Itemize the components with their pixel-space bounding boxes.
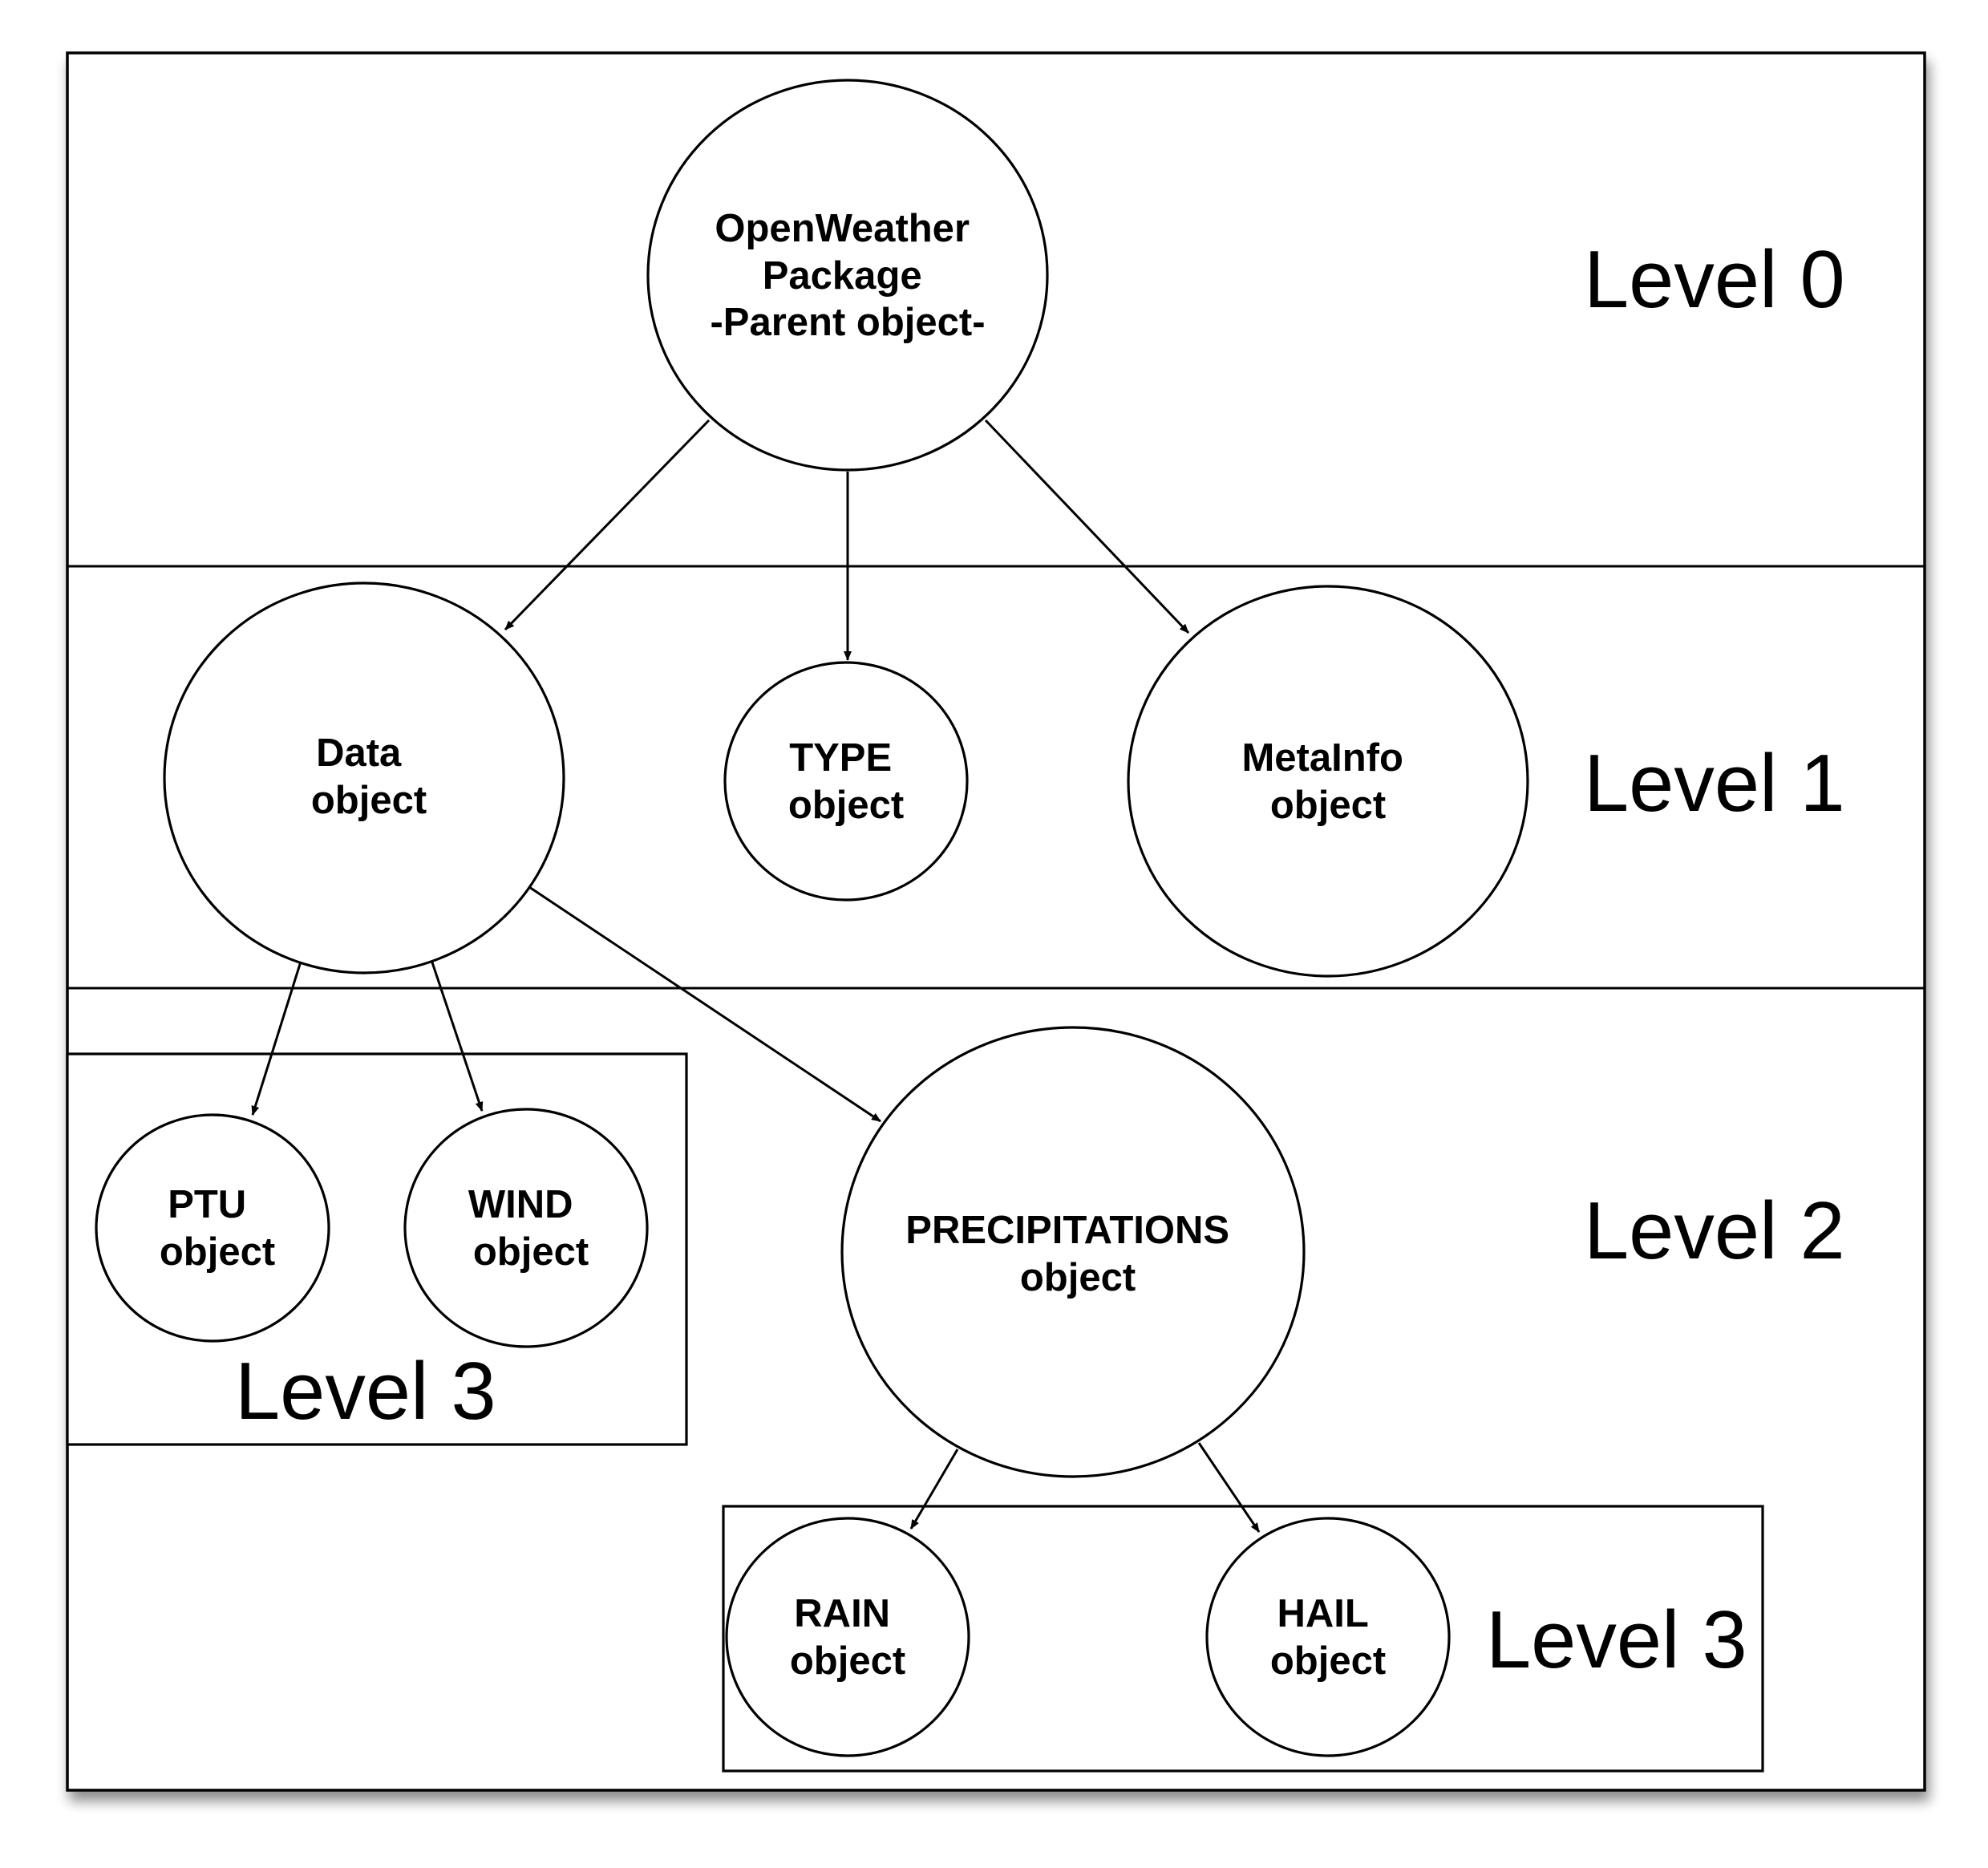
node-ptu-line-2: object: [160, 1230, 275, 1274]
node-rain-line-1: RAIN: [794, 1592, 890, 1635]
node-openweather-line-3: -Parent object-: [710, 301, 985, 344]
svg-text:OpenWeather Package: OpenWeather Package -Parent object-: [710, 207, 985, 344]
edge-precipitations-to-hail: [1197, 1442, 1261, 1533]
edge-precipitations-to-rain: [909, 1449, 959, 1530]
node-precipitations-line-1: PRECIPITATIONS: [905, 1209, 1229, 1252]
svg-text:PRECIPITATIONS object: PRECIPITATIONS object: [905, 1209, 1240, 1299]
level-3-right-label: Level 3: [1486, 1595, 1747, 1685]
node-type-line-1: TYPE: [789, 736, 892, 780]
svg-text:TYPE object: TYPE object: [788, 736, 904, 827]
node-wind-line-2: object: [473, 1230, 589, 1274]
node-hail-line-1: HAIL: [1277, 1592, 1367, 1635]
node-data-line-2: object: [311, 779, 427, 822]
node-wind-line-1: WIND: [468, 1183, 573, 1226]
node-ptu-line-1: PTU: [168, 1183, 246, 1226]
node-precipitations[interactable]: PRECIPITATIONS object: [840, 1026, 1306, 1478]
node-data[interactable]: Data object: [163, 581, 565, 975]
level-2-label: Level 2: [1584, 1186, 1845, 1276]
node-metainfo-line-2: object: [1270, 784, 1386, 827]
node-hail-line-2: object: [1270, 1639, 1386, 1683]
edge-data-to-ptu: [251, 961, 302, 1116]
node-rain[interactable]: RAIN object: [725, 1517, 970, 1757]
node-hail[interactable]: HAIL object: [1205, 1517, 1451, 1757]
level-1-label: Level 1: [1584, 739, 1845, 829]
node-type[interactable]: TYPE object: [723, 661, 969, 902]
edges-layer: [251, 419, 1261, 1533]
node-openweather[interactable]: OpenWeather Package -Parent object-: [646, 79, 1049, 472]
edge-openweather-to-metainfo: [984, 419, 1190, 634]
node-ptu[interactable]: PTU object: [95, 1113, 330, 1343]
node-openweather-line-2: Package: [763, 254, 922, 298]
node-data-line-1: Data: [316, 731, 402, 775]
node-rain-line-2: object: [790, 1639, 905, 1683]
edge-data-to-wind: [430, 959, 484, 1112]
svg-text:HAIL object: HAIL object: [1270, 1592, 1386, 1683]
node-metainfo[interactable]: MetaInfo object: [1127, 585, 1529, 978]
level-3-left-label: Level 3: [235, 1347, 496, 1436]
node-openweather-line-1: OpenWeather: [715, 207, 970, 250]
svg-text:PTU object: PTU object: [160, 1183, 275, 1274]
node-type-line-2: object: [788, 784, 904, 827]
svg-text:Data object: Data object: [311, 731, 427, 822]
svg-text:MetaInfo object: MetaInfo object: [1241, 736, 1414, 827]
edge-data-to-precipitations: [528, 885, 881, 1123]
edge-openweather-to-data: [504, 419, 711, 631]
svg-text:RAIN object: RAIN object: [790, 1592, 905, 1683]
node-wind[interactable]: WIND object: [403, 1108, 649, 1348]
node-metainfo-line-1: MetaInfo: [1241, 736, 1403, 780]
level-0-label: Level 0: [1584, 235, 1845, 325]
svg-text:WIND object: WIND object: [468, 1183, 589, 1274]
node-precipitations-line-2: object: [1020, 1256, 1136, 1299]
